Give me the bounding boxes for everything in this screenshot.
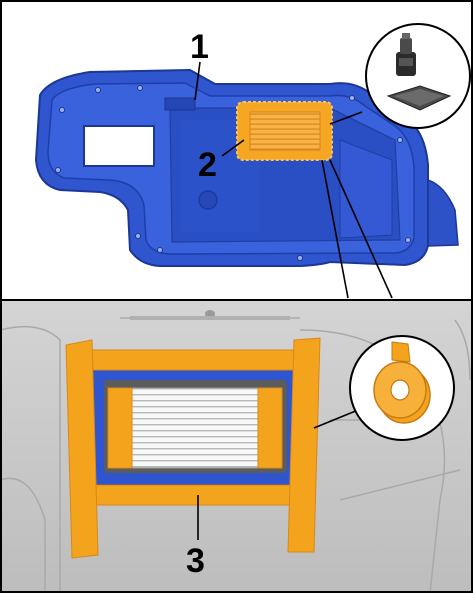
tape-strip-bottom	[92, 485, 299, 505]
tape-patch-right	[258, 388, 282, 468]
tape-strip-left	[66, 340, 98, 558]
detail-bubble-circle	[366, 24, 470, 128]
tape-patch-left	[108, 388, 132, 468]
callout-2-label: 2	[198, 146, 217, 184]
oil-pan-opening	[84, 126, 154, 166]
callout-1-label: 1	[190, 28, 209, 66]
callout-3-label: 3	[186, 542, 205, 580]
sealing-area-highlight	[237, 102, 332, 160]
housing-seam	[130, 316, 290, 320]
tape-strip-right	[288, 338, 320, 552]
strainer-grille	[250, 112, 320, 150]
bottom-panel: 3	[0, 300, 473, 593]
oil-pan-rib	[165, 98, 195, 110]
oil-strainer	[132, 388, 258, 468]
sealant-detail-bubble	[366, 24, 470, 128]
drain-plug	[199, 191, 217, 209]
tape-detail-bubble	[350, 336, 454, 440]
tape-strip-top	[92, 350, 299, 370]
top-panel: 1 2	[0, 0, 473, 300]
